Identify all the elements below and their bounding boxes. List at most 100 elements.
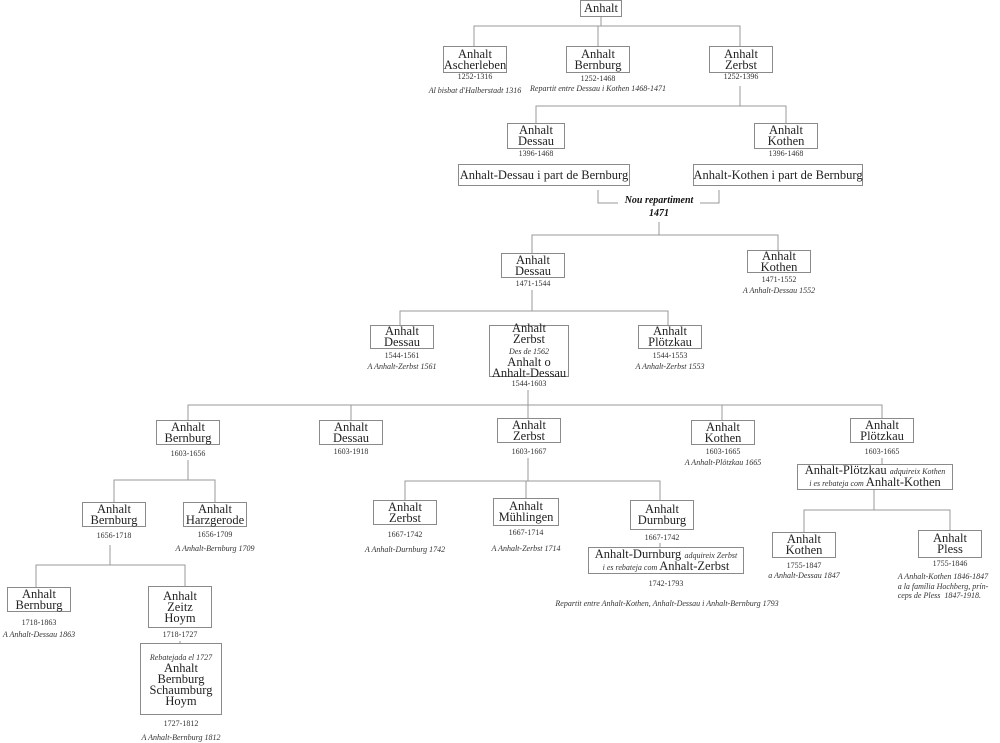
node-line: Rebatejada el 1727 [150,651,212,663]
node-line: Zerbst [513,332,545,346]
node-dates: 1656-1718 [96,531,132,540]
node-dates: 1603-1656 [170,449,206,458]
node-label: Zerbst [513,428,545,443]
node-label: Anhalt [387,499,423,514]
node-note: A Anhalt-Dessau 1552 [742,286,816,295]
node-dates: 1544-1603 [511,379,547,388]
node-note: A Anhalt-Plötzkau 1665 [684,458,762,467]
node-label: Anhalt-Plötzkau [804,463,890,477]
node-label: Hoym [164,610,196,625]
node-note: A Anhalt-Bernburg 1709 [175,544,255,553]
node-line: i es rebateja com Anhalt-Zerbst [603,559,730,573]
node-label: Zerbst [725,57,757,72]
node-line: Anhalt [511,417,547,432]
node-annotation: Des de 1562 [509,347,549,356]
node-line: Durnburg [638,514,686,527]
connector-zerbst4 [404,458,661,500]
node-line: Bernburg [16,598,63,611]
node-line: Zerbst [513,428,545,443]
node-label: Anhalt [583,1,619,15]
node-line: Dessau [332,430,370,445]
node-dates: 1667-1742 [387,530,423,539]
node-label: Mühlingen [498,510,554,524]
node-label: Anhalt-Durnburg [594,546,685,561]
node-annotation: i es rebateja com [809,479,866,488]
node-label: Anhalt [457,46,493,61]
node-label: Kothen [704,430,742,445]
node-label: Kothen [767,134,805,148]
node-line: Anhalt-Kothen i part de Bernburg [693,168,862,181]
node-note: Repartit entre Dessau i Kothen 1468-1471 [530,84,666,93]
node-label: Hoym [165,694,197,708]
node-label: Anhalt [508,499,544,513]
node-label: Anhalt [761,248,797,263]
node-dates: 1544-1561 [384,351,420,360]
node-line: Anhalt [164,662,198,675]
node-dates: 1667-1742 [644,533,680,542]
node-dates: 1755-1847 [786,561,822,570]
node-line: Anhalt-Plötzkau adquireix Kothen [804,463,946,477]
node-line: Dessau [518,135,554,148]
node-label: Kothen [785,543,823,557]
node-line: Anhalt [508,499,544,513]
node-line: Anhalt [387,499,423,514]
node-label: Dessau [514,263,552,278]
node-line: Anhalt [769,124,803,137]
node-line: Anhalt [457,46,493,61]
node-line: Plötzkau [648,336,692,349]
node-label: Anhalt [511,417,547,432]
connector-1471 [531,222,779,253]
node-line: Anhalt [864,417,900,432]
node-label: Plötzkau [860,428,904,443]
node-line: Dessau [383,335,421,349]
node-line: Zerbst [389,511,421,524]
node-line: Anhalt [583,1,619,15]
node-label: Bernburg [90,512,138,527]
node-label: Pless [937,542,963,556]
node-dates: 1718-1863 [21,618,57,627]
node-label: Anhalt [162,588,198,603]
repartition-year: 1471 [649,208,669,219]
node-line: Anhalt [385,325,419,338]
node-annotation: adquireix Kothen [889,467,946,476]
connector-bernburg4 [113,460,216,502]
node-line: Anhalt [22,587,56,600]
node-line: Anhalt [787,533,821,546]
node-label: Dessau [332,430,370,445]
node-line: Anhalt [97,502,131,515]
node-note: A Anhalt-Zerbst 1561 [367,362,437,371]
node-line: Anhalt [645,503,679,516]
node-line: Hoym [164,610,196,625]
node-note: A Anhalt-Durnburg 1742 [364,545,446,554]
node-label: Anhalt [864,417,900,432]
connector-root [473,17,741,46]
node-label: Dessau [383,335,421,349]
node-line: Anhalt [581,47,615,60]
node-line: Harzgerode [186,513,244,526]
node-dates: 1471-1544 [515,279,551,288]
node-line: Hoym [165,694,197,708]
node-line: Anhalt [516,253,550,266]
node-line: Bernburg [165,431,212,444]
node-label: Zerbst [513,332,545,346]
node-line: Kothen [704,430,742,445]
node-label: Kothen [760,259,798,274]
node-dates: 1603-1918 [333,447,369,456]
node-line: Anhalt-Dessau [492,367,566,380]
node-dates: 1396-1468 [518,149,554,158]
node-dates: 1603-1665 [864,447,900,456]
